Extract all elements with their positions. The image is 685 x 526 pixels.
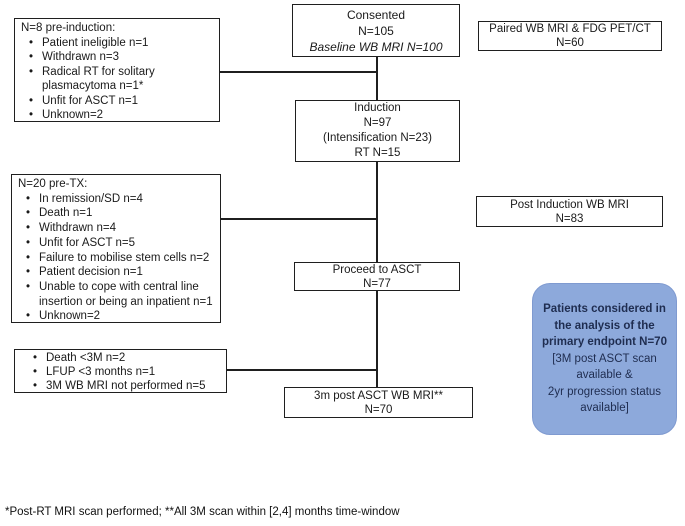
- pre-induction-title: N=8 pre-induction:: [21, 22, 116, 34]
- connector-induction-to-asct: [376, 162, 378, 262]
- paired-scans-label: Paired WB MRI & FDG PET/CT: [489, 23, 651, 35]
- post-asct-mri-box: 3m post ASCT WB MRI** N=70: [284, 387, 473, 418]
- connector-asct-to-3m: [376, 291, 378, 387]
- list-item: Unknown=2: [24, 309, 216, 324]
- list-item: Patient ineligible n=1: [27, 36, 215, 51]
- post-asct-mri-count: N=70: [364, 403, 393, 416]
- endpoint-note-line1: [3M post ASCT scan available &: [552, 352, 657, 382]
- consented-box: Consented N=105 Baseline WB MRI N=100: [292, 4, 460, 57]
- post-induction-label: Post Induction WB MRI: [510, 198, 629, 211]
- list-item: Radical RT for solitary plasmacytoma n=1…: [27, 65, 215, 94]
- paired-scans-box: Paired WB MRI & FDG PET/CT N=60: [478, 21, 662, 51]
- list-item: Withdrawn n=4: [24, 221, 216, 236]
- list-item: Unknown=2: [27, 108, 215, 123]
- list-item: Withdrawn n=3: [27, 50, 215, 65]
- induction-box: Induction N=97 (Intensification N=23) RT…: [295, 100, 460, 162]
- list-item: LFUP <3 months n=1: [31, 365, 222, 379]
- baseline-mri-note: Baseline WB MRI N=100: [309, 39, 443, 54]
- list-item: 3M WB MRI not performed n=5: [31, 379, 222, 393]
- connector-pretx-branch: [221, 218, 377, 220]
- proceed-asct-box: Proceed to ASCT N=77: [294, 262, 460, 291]
- induction-count: N=97: [363, 117, 392, 129]
- list-item: Death <3M n=2: [31, 351, 222, 365]
- pre-tx-list: In remission/SD n=4 Death n=1 Withdrawn …: [18, 192, 216, 324]
- list-item: Unfit for ASCT n=1: [27, 94, 215, 109]
- consented-label: Consented: [346, 7, 406, 22]
- connector-consented-to-induction: [376, 57, 378, 100]
- primary-endpoint-box: Patients considered in the analysis of t…: [532, 283, 677, 435]
- induction-label: Induction: [354, 102, 401, 114]
- pre-tx-exclusions-box: N=20 pre-TX: In remission/SD n=4 Death n…: [11, 174, 221, 324]
- proceed-asct-label: Proceed to ASCT: [332, 263, 422, 276]
- endpoint-note-line2: 2yr progression status available]: [547, 385, 662, 415]
- post-asct-mri-label: 3m post ASCT WB MRI**: [314, 389, 443, 402]
- dropouts-3m-box: Death <3M n=2 LFUP <3 months n=1 3M WB M…: [14, 349, 227, 394]
- post-induction-count: N=83: [555, 212, 584, 225]
- list-item: Unable to cope with central line inserti…: [24, 280, 216, 309]
- list-item: Patient decision n=1: [24, 265, 216, 280]
- footnote: *Post-RT MRI scan performed; **All 3M sc…: [5, 506, 400, 518]
- pre-induction-exclusions-box: N=8 pre-induction: Patient ineligible n=…: [14, 18, 220, 122]
- dropouts-3m-list: Death <3M n=2 LFUP <3 months n=1 3M WB M…: [21, 351, 222, 394]
- list-item: In remission/SD n=4: [24, 192, 216, 207]
- list-item: Death n=1: [24, 206, 216, 221]
- endpoint-bold-text: Patients considered in the analysis of t…: [542, 303, 667, 349]
- pre-induction-list: Patient ineligible n=1 Withdrawn n=3 Rad…: [21, 36, 215, 123]
- rt-count: RT N=15: [354, 147, 401, 159]
- connector-dropout-branch: [226, 369, 378, 371]
- list-item: Failure to mobilise stem cells n=2: [24, 251, 216, 266]
- list-item: Unfit for ASCT n=5: [24, 236, 216, 251]
- intensification-count: (Intensification N=23): [323, 132, 432, 144]
- post-induction-mri-box: Post Induction WB MRI N=83: [476, 196, 663, 227]
- consented-count: N=105: [358, 23, 394, 38]
- connector-preinduction-branch: [220, 71, 377, 73]
- pre-tx-title: N=20 pre-TX:: [18, 178, 88, 190]
- proceed-asct-count: N=77: [363, 277, 391, 290]
- paired-scans-count: N=60: [556, 37, 584, 49]
